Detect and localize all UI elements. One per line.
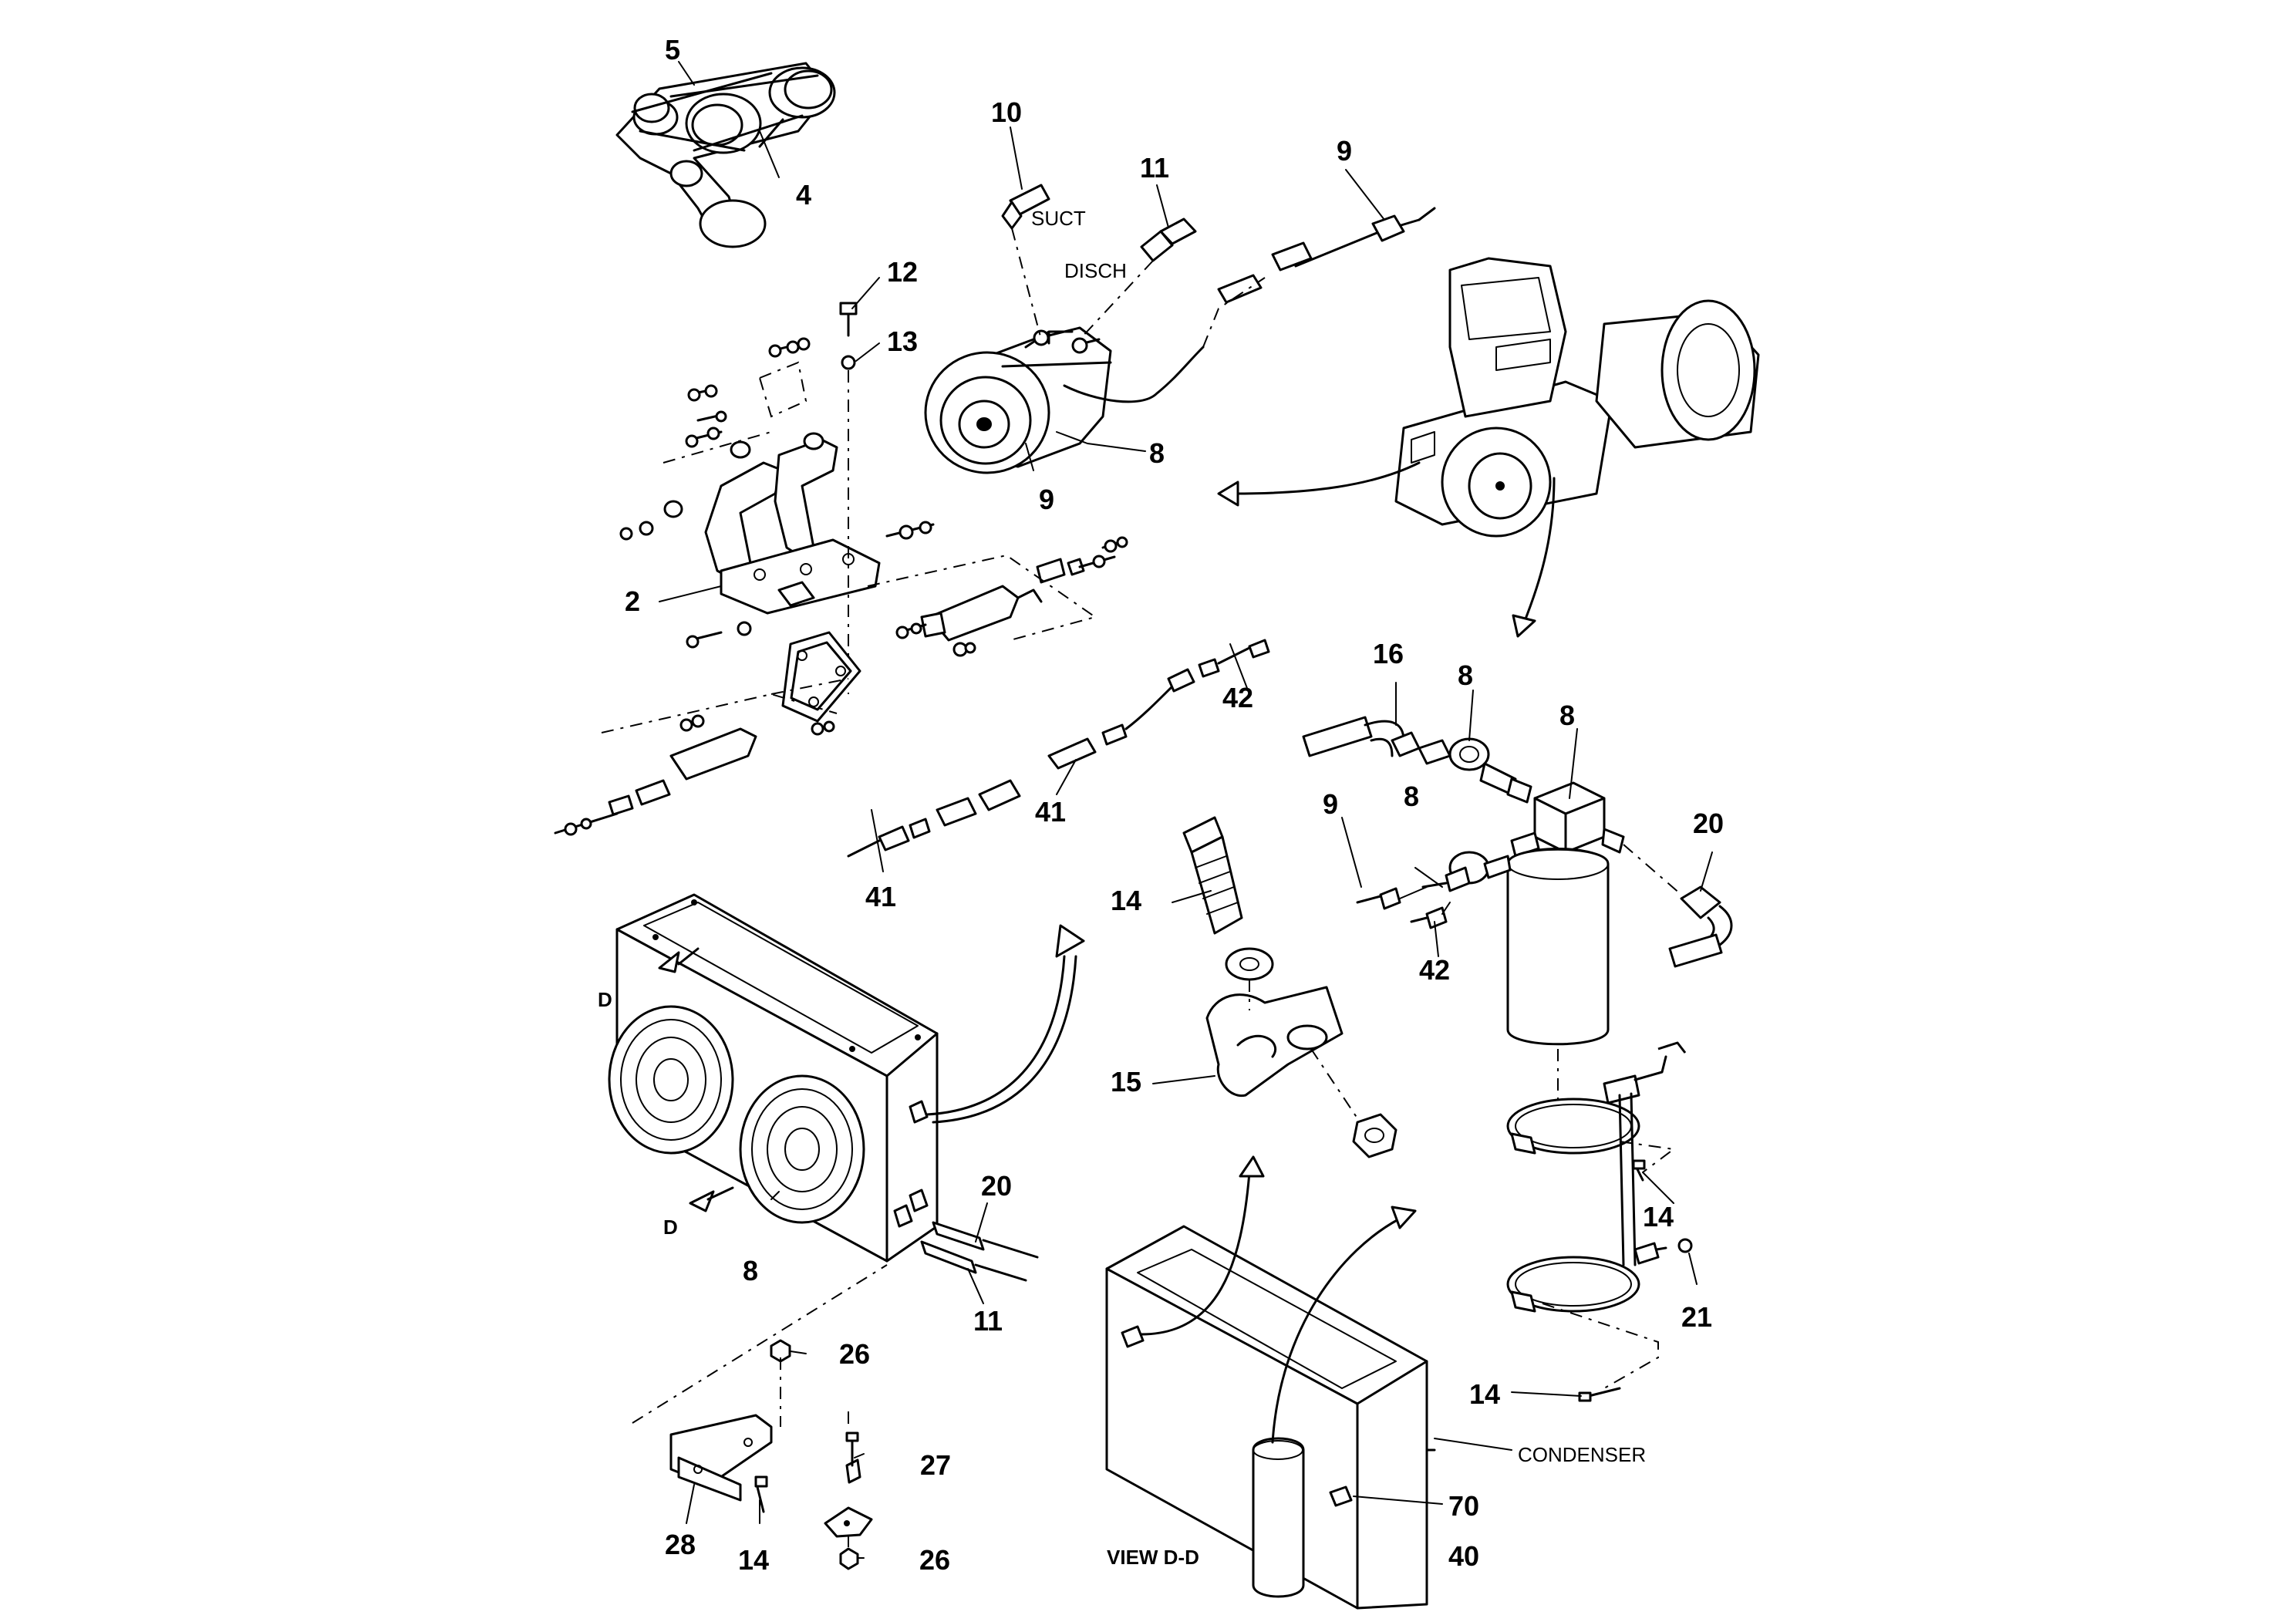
view-d-d-label: VIEW D-D [1107, 1546, 1199, 1569]
callout-41-b: 41 [865, 881, 896, 912]
callout-14-mount: 14 [738, 1544, 769, 1576]
callout-9-compressor: 9 [1039, 484, 1054, 515]
hose-assembly [847, 639, 1270, 858]
callout-4: 4 [796, 179, 811, 211]
belt-drive-assembly [615, 62, 836, 248]
section-d-label-top: D [598, 988, 612, 1011]
callout-40: 40 [1448, 1540, 1479, 1572]
disch-label: DISCH [1064, 259, 1127, 282]
callout-21: 21 [1681, 1301, 1712, 1333]
callout-8-compressor: 8 [1149, 437, 1165, 469]
discharge-fitting [1079, 218, 1197, 340]
callout-16: 16 [1373, 638, 1404, 669]
callout-11: 11 [1140, 152, 1169, 184]
callout-42-drier: 42 [1419, 954, 1450, 986]
callout-9-harness: 9 [1337, 135, 1352, 167]
callout-8-banjo: 8 [1458, 659, 1473, 691]
callout-20-condenser: 20 [981, 1170, 1012, 1202]
callout-27: 27 [920, 1449, 951, 1481]
callout-12: 12 [887, 256, 918, 288]
hose-clamp [1182, 816, 1397, 1158]
callout-14-clamp: 14 [1111, 885, 1141, 916]
leader-lines [659, 61, 1713, 1559]
view-d-d-condenser [1105, 1155, 1436, 1610]
callout-26-bottom: 26 [919, 1544, 950, 1576]
callout-42-hose: 42 [1222, 682, 1253, 713]
section-d-label-bottom: D [663, 1216, 678, 1239]
callout-9-drier: 9 [1323, 788, 1338, 820]
callout-2: 2 [625, 585, 640, 617]
callout-13: 13 [887, 325, 918, 357]
compressor [924, 326, 1205, 474]
callout-14-bracket: 14 [1643, 1201, 1674, 1233]
callout-70: 70 [1448, 1490, 1479, 1522]
lower-arm-left [554, 678, 849, 836]
callout-41-a: 41 [1035, 796, 1066, 828]
callout-8-condenser: 8 [743, 1255, 758, 1286]
callout-10: 10 [991, 96, 1022, 128]
callout-26-top: 26 [839, 1338, 870, 1370]
callout-11-condenser: 11 [973, 1305, 1003, 1337]
compactor-machine [1217, 257, 1760, 638]
callout-8-drier: 8 [1559, 700, 1575, 731]
condenser-label: CONDENSER [1518, 1443, 1646, 1466]
gasket [781, 631, 861, 723]
receiver-drier-assembly [1302, 716, 1733, 1402]
callout-5: 5 [665, 34, 680, 66]
suct-label: SUCT [1031, 207, 1086, 230]
lower-arm-right [867, 554, 1116, 657]
suction-fitting [1001, 184, 1050, 340]
condenser-fan-assembly [608, 893, 1085, 1424]
condenser-mount-bracket [669, 1339, 873, 1570]
callout-20-drier: 20 [1693, 808, 1724, 839]
compressor-harness [1202, 207, 1436, 348]
callout-14-bolt: 14 [1469, 1378, 1500, 1410]
callout-28: 28 [665, 1529, 696, 1560]
callout-labels: 5 4 10 SUCT 11 DISCH 9 8 9 12 13 2 42 41… [598, 34, 1724, 1576]
callout-15: 15 [1111, 1066, 1141, 1098]
callout-8-sensor: 8 [1404, 781, 1419, 812]
compressor-mount-bracket [619, 302, 1128, 694]
